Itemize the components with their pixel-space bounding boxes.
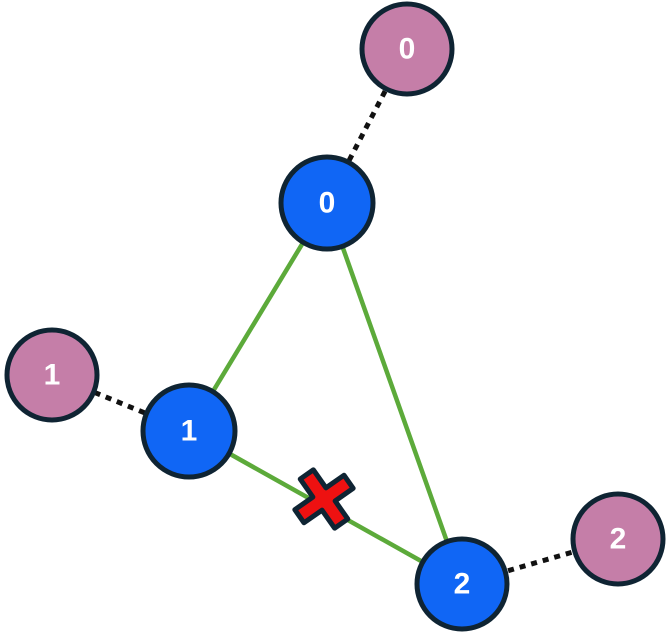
secondary-node-2: 2: [570, 491, 666, 587]
primary-node-1: 1: [140, 382, 238, 480]
secondary-node-0: 0: [359, 1, 455, 97]
secondary-node-1-label: 1: [44, 359, 61, 392]
primary-node-2-label: 2: [454, 568, 471, 601]
secondary-node-2-label: 2: [610, 523, 627, 556]
primary-node-0: 0: [278, 154, 376, 252]
primary-node-0-label: 0: [319, 187, 336, 220]
cross-icon: [292, 467, 356, 531]
secondary-node-1: 1: [4, 327, 100, 423]
primary-node-1-label: 1: [181, 415, 198, 448]
secondary-node-0-label: 0: [399, 33, 416, 66]
solid-edge-0-2: [324, 202, 465, 585]
primary-node-2: 2: [414, 536, 510, 632]
